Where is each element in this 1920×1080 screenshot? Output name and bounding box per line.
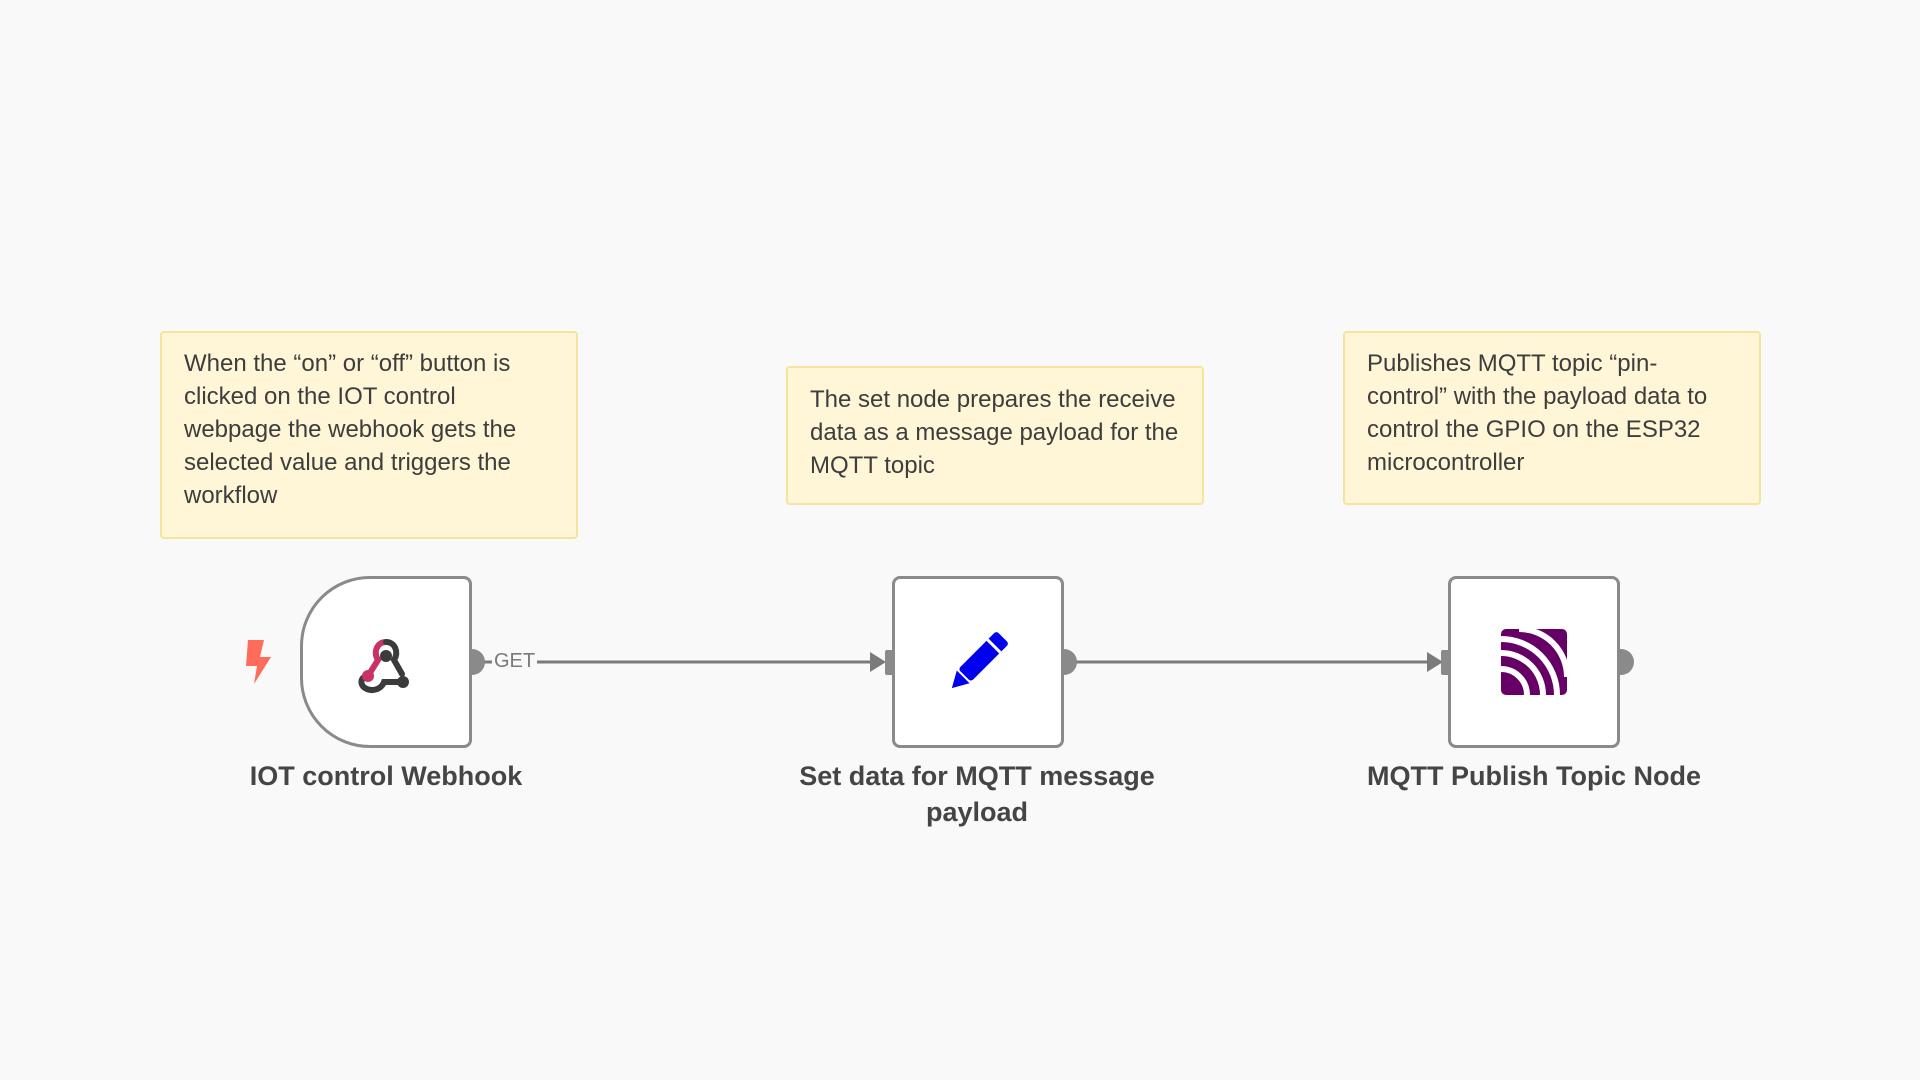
sticky-note-mqtt-text: Publishes MQTT topic “pin-control” with …: [1367, 350, 1708, 476]
sticky-note-webhook-text: When the “on” or “off” button is clicked…: [184, 350, 517, 509]
sticky-note-webhook[interactable]: When the “on” or “off” button is clicked…: [160, 331, 578, 539]
mqtt-icon: [1500, 627, 1569, 696]
sticky-note-set[interactable]: The set node prepares the receive data a…: [786, 366, 1204, 505]
sticky-note-mqtt[interactable]: Publishes MQTT topic “pin-control” with …: [1343, 331, 1761, 505]
pencil-icon: [951, 632, 1008, 689]
node-set-label: Set data for MQTT message payload: [799, 761, 1155, 827]
node-webhook-label: IOT control Webhook: [249, 761, 523, 791]
node-mqtt[interactable]: [1448, 576, 1620, 748]
sticky-note-set-text: The set node prepares the receive data a…: [810, 386, 1179, 479]
node-set[interactable]: [892, 576, 1064, 748]
webhook-icon: [358, 639, 409, 693]
webhook-method-label: GET: [492, 650, 538, 673]
node-mqtt-label: MQTT Publish Topic Node: [1367, 761, 1701, 791]
arrow-head-set: [870, 652, 886, 672]
node-webhook[interactable]: [300, 576, 472, 748]
trigger-bolt-icon: [246, 640, 271, 684]
arrow-head-mqtt: [1427, 652, 1443, 672]
